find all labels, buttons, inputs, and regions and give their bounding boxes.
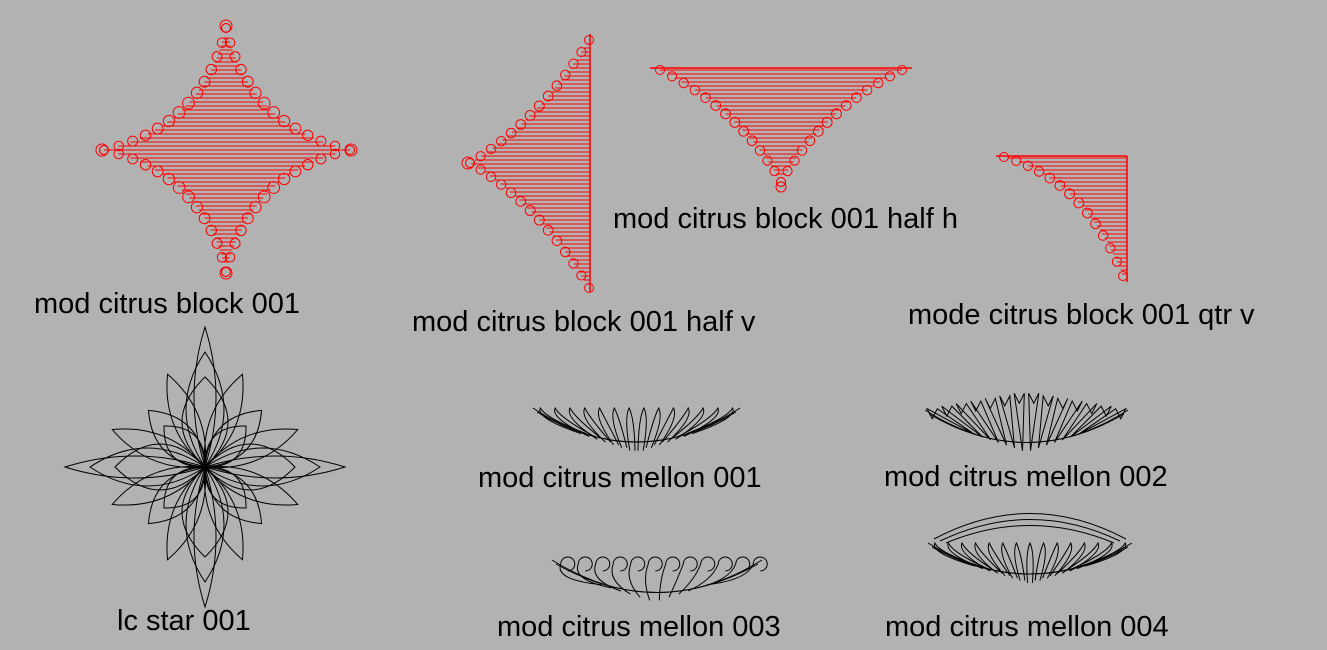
mellon-004-drawing — [927, 513, 1133, 584]
label-star-001: lc star 001 — [117, 605, 251, 637]
block-001-half-h-drawing — [650, 65, 912, 193]
label-block-001-half-v: mod citrus block 001 half v — [412, 306, 756, 338]
label-block-001-half-h: mod citrus block 001 half h — [613, 203, 958, 235]
star-001-drawing — [63, 325, 347, 609]
label-mellon-001: mod citrus mellon 001 — [478, 462, 762, 494]
label-mellon-004: mod citrus mellon 004 — [885, 611, 1169, 643]
block-001-qtr-v-drawing — [996, 152, 1128, 282]
label-block-001-qtr-v: mode citrus block 001 qtr v — [908, 299, 1255, 331]
label-block-001: mod citrus block 001 — [34, 288, 300, 320]
label-mellon-002: mod citrus mellon 002 — [884, 461, 1168, 493]
mellon-003-drawing — [551, 556, 768, 601]
block-001-drawing — [95, 19, 358, 280]
block-001-half-v-drawing — [461, 34, 594, 293]
mellon-002-drawing — [924, 393, 1129, 451]
mellon-001-drawing — [532, 406, 741, 451]
label-mellon-003: mod citrus mellon 003 — [497, 611, 781, 643]
